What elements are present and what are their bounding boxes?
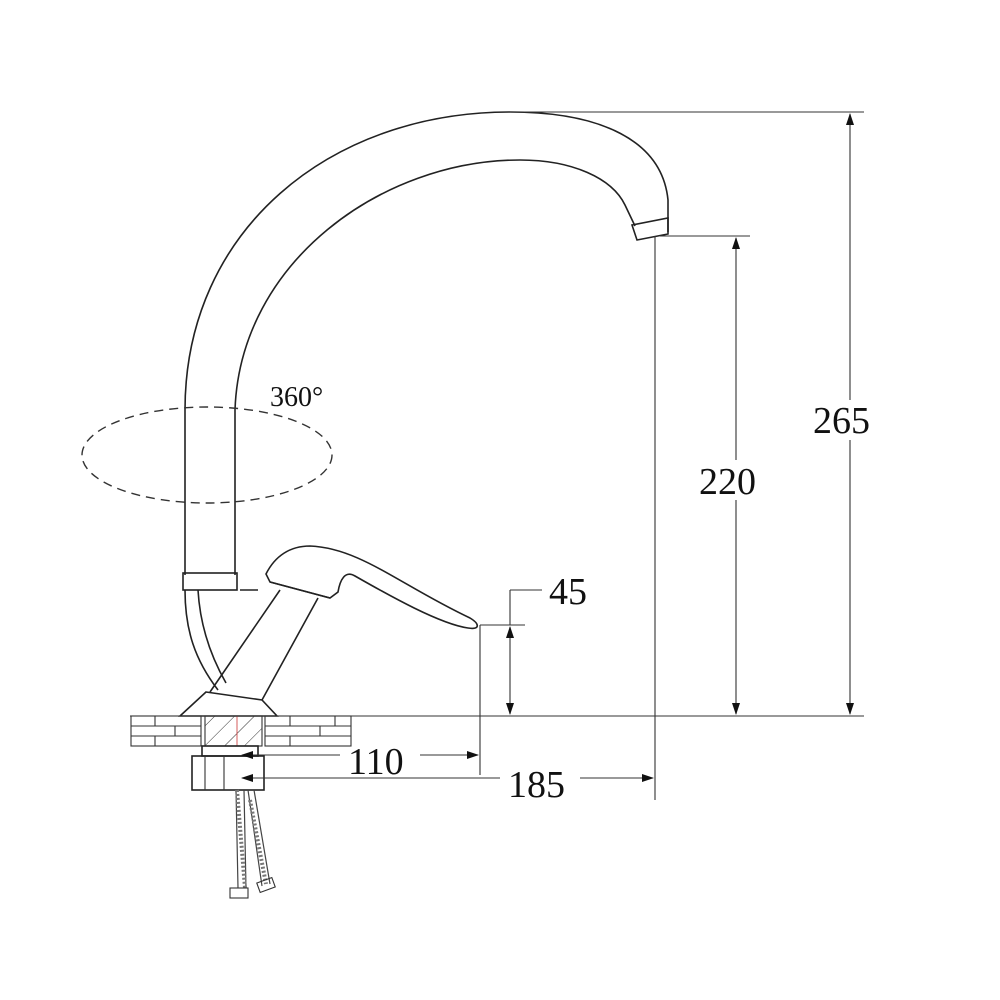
dimension-handle-reach: 110 xyxy=(348,741,404,783)
rotation-label: 360° xyxy=(270,382,323,413)
dimension-total-height: 265 xyxy=(813,400,870,442)
dimension-spout-reach: 185 xyxy=(508,764,565,806)
countertop xyxy=(130,715,352,747)
dimension-spout-height: 220 xyxy=(699,461,756,503)
supply-hoses xyxy=(229,789,276,899)
dimension-lines xyxy=(130,111,864,800)
mounting-nut xyxy=(191,745,265,791)
rotation-indicator xyxy=(81,406,333,504)
spout xyxy=(184,111,669,575)
dimension-handle-height: 45 xyxy=(549,571,587,613)
faucet-body xyxy=(177,545,479,717)
